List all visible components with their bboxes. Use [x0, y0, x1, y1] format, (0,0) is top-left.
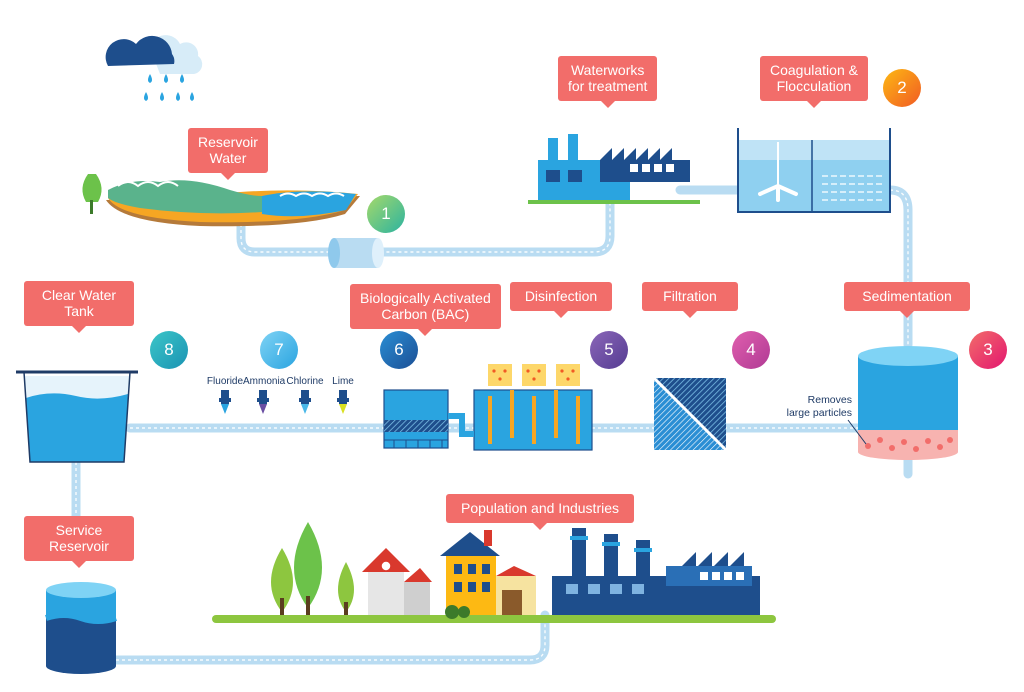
label-line: Sedimentation	[862, 288, 952, 304]
label-line: Disinfection	[524, 288, 598, 304]
lime-dropper-icon	[337, 390, 349, 414]
label-line: Reservoir	[198, 134, 258, 150]
step-2-badge: 2	[883, 69, 921, 107]
step-7-badge: 7	[260, 331, 298, 369]
label-line: for treatment	[568, 78, 648, 94]
label-line: Coagulation &	[770, 62, 858, 78]
coagulation-tank-icon	[737, 128, 891, 213]
trees-icon	[271, 522, 354, 615]
sedimentation-note: Removes large particles	[768, 394, 852, 420]
chemical-droppers	[219, 390, 349, 414]
label-line: Filtration	[663, 288, 717, 304]
label-reservoir-water: Reservoir Water	[188, 128, 268, 180]
label-sedimentation: Sedimentation	[844, 282, 970, 318]
label-disinfection: Disinfection	[510, 282, 612, 318]
bac-filter-icon	[383, 389, 474, 449]
label-line: Waterworks	[570, 62, 645, 78]
label-waterworks: Waterworks for treatment	[558, 56, 658, 108]
service-reservoir-icon	[45, 582, 117, 674]
clear-water-tank-icon	[16, 370, 138, 463]
label-line: Reservoir	[49, 538, 109, 554]
house-white-icon	[362, 548, 432, 615]
label-line: Clear Water	[41, 287, 117, 303]
chemical-label-fluoride: Fluoride	[206, 376, 244, 387]
step-8-badge: 8	[150, 331, 188, 369]
chemical-label-ammonia: Ammonia	[243, 376, 286, 387]
label-line: Tank	[64, 303, 94, 319]
ammonia-dropper-icon	[257, 390, 269, 414]
step-3-badge: 3	[969, 331, 1007, 369]
sedimentation-tank-icon	[847, 346, 958, 460]
label-population: Population and Industries	[446, 494, 634, 530]
reservoir-icon	[82, 174, 360, 227]
tree-icon	[82, 174, 102, 214]
note-line: large particles	[786, 407, 852, 419]
step-6-badge: 6	[380, 331, 418, 369]
chlorine-dropper-icon	[299, 390, 311, 414]
label-line: Carbon (BAC)	[381, 306, 470, 322]
step-5-badge: 5	[590, 331, 628, 369]
filtration-filter-icon	[652, 376, 728, 452]
label-clear-water-tank: Clear Water Tank	[24, 281, 134, 333]
label-service-reservoir: Service Reservoir	[24, 516, 134, 568]
label-coagulation: Coagulation & Flocculation	[760, 56, 868, 108]
label-line: Biologically Activated	[360, 290, 491, 306]
label-line: Service	[55, 522, 103, 538]
chemical-label-chlorine: Chlorine	[286, 376, 324, 387]
fluoride-dropper-icon	[219, 390, 231, 414]
label-line: Water	[209, 150, 247, 166]
label-filtration: Filtration	[642, 282, 738, 318]
note-line: Removes	[807, 394, 852, 406]
label-line: Flocculation	[776, 78, 852, 94]
population-industries-icon	[212, 522, 776, 623]
label-bac: Biologically Activated Carbon (BAC)	[350, 284, 501, 336]
chemical-label-lime: Lime	[332, 376, 354, 387]
pipe-inlet-cylinder-icon	[328, 238, 384, 268]
step-4-badge: 4	[732, 331, 770, 369]
house-yellow-icon	[440, 530, 536, 619]
waterworks-factory-icon	[528, 134, 700, 204]
label-line: Population and Industries	[461, 500, 619, 516]
rain-cloud-icon	[105, 35, 203, 101]
disinfection-tank-icon	[473, 364, 593, 451]
pipe-coagulation-sedimentation	[885, 185, 913, 350]
industry-factory-icon	[552, 528, 760, 615]
step-1-badge: 1	[367, 195, 405, 233]
